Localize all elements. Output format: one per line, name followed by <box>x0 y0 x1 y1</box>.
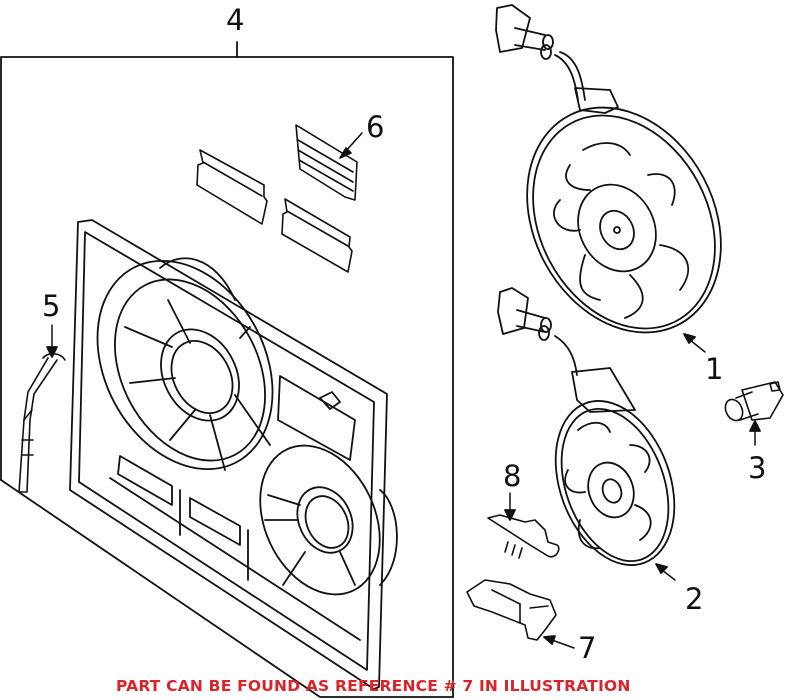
part-7-bracket <box>466 579 557 641</box>
callout-5-arrowhead <box>46 346 58 358</box>
part-3-temperature-switch <box>724 381 784 422</box>
callout-2: 2 <box>685 582 704 616</box>
callout-1-arrowhead <box>683 333 696 344</box>
callout-2-arrowhead <box>655 563 668 574</box>
part-1-fan-motor-large <box>495 4 722 334</box>
callout-8: 8 <box>503 459 522 493</box>
callout-5: 5 <box>42 289 61 323</box>
callout-7: 7 <box>578 631 597 665</box>
callout-4: 4 <box>226 3 245 37</box>
callout-7-arrow <box>551 639 575 649</box>
part-4-fan-shroud <box>69 219 398 690</box>
callout-2-arrow <box>661 569 676 581</box>
callout-3-arrowhead <box>749 420 761 432</box>
assembly-bracket-4 <box>0 41 454 698</box>
callout-6: 6 <box>366 110 385 144</box>
callout-1-arrow <box>689 339 706 353</box>
reference-notice: PART CAN BE FOUND AS REFERENCE # 7 IN IL… <box>116 677 631 695</box>
callout-3: 3 <box>748 451 767 485</box>
part-6-seal-strips <box>196 124 363 273</box>
callout-8-arrowhead <box>504 509 516 521</box>
part-8-bracket <box>487 514 560 559</box>
part-2-fan-motor-small <box>497 287 676 566</box>
callout-1: 1 <box>705 352 724 386</box>
part-5-clip <box>18 352 66 493</box>
callout-7-arrowhead <box>543 635 556 645</box>
